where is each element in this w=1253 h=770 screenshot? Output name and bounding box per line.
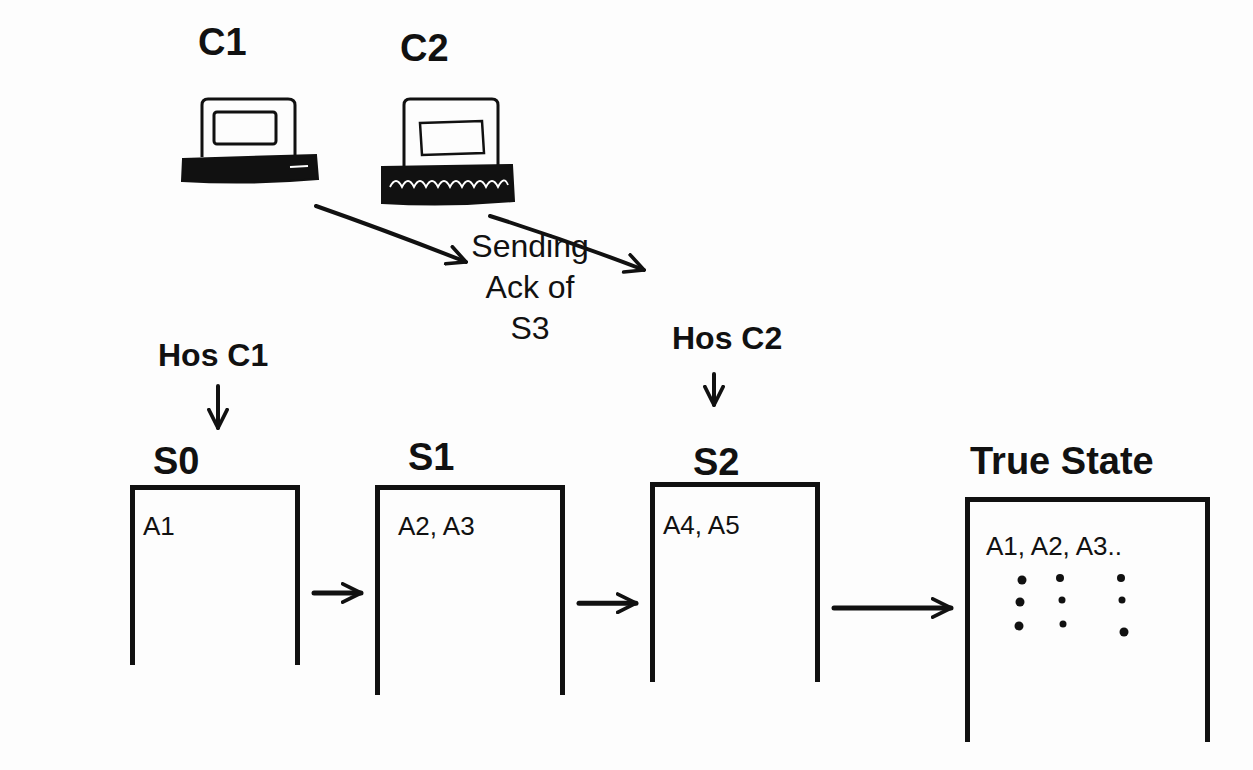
laptop-icon	[380, 95, 515, 207]
state-box: S1A2, A3	[375, 485, 565, 695]
flow-arrow	[834, 606, 951, 611]
node-heading: C2	[400, 29, 449, 67]
host-pointer-label: Hos C2	[672, 318, 832, 359]
node-content: A1	[143, 512, 175, 541]
message-note: Sending Ack of S3	[462, 226, 598, 349]
pointer-arrow	[712, 374, 716, 405]
ellipsis-dots	[1015, 574, 1129, 637]
node-heading: C1	[198, 23, 247, 61]
client-laptop: C1	[180, 95, 320, 187]
node-content: A4, A5	[663, 511, 740, 540]
state-box: True StateA1, A2, A3..	[965, 497, 1210, 742]
flow-arrow	[579, 601, 636, 606]
host-pointer-label: Hos C1	[158, 335, 318, 376]
state-box: S2A4, A5	[650, 482, 820, 682]
flow-arrow	[314, 591, 361, 596]
node-heading: S1	[408, 438, 454, 476]
node-heading: S0	[153, 442, 199, 480]
node-heading: S2	[693, 443, 739, 481]
laptop-icon	[180, 95, 320, 187]
state-box: S0A1	[130, 485, 300, 665]
client-laptop: C2	[380, 95, 515, 207]
node-heading: True State	[970, 442, 1154, 480]
send-arrow	[316, 206, 466, 262]
node-content: A2, A3	[398, 512, 475, 541]
node-content: A1, A2, A3..	[986, 532, 1122, 561]
pointer-arrow	[216, 386, 220, 428]
